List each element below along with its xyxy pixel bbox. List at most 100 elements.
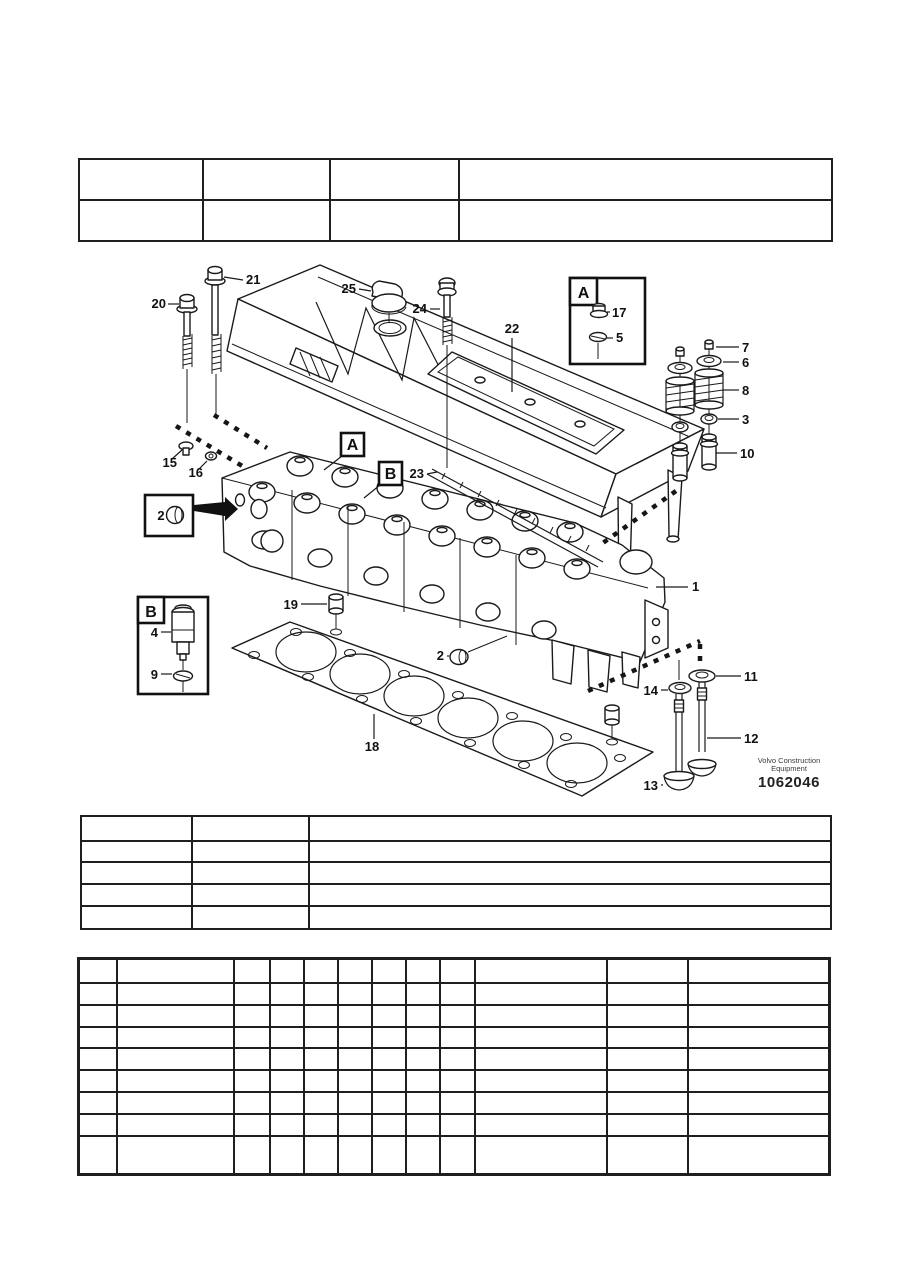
table-cell xyxy=(404,1090,441,1115)
table-cell xyxy=(115,1112,235,1137)
table-cell xyxy=(302,1112,339,1137)
table-cell xyxy=(80,861,193,885)
table-cell xyxy=(605,1134,689,1176)
table-cell xyxy=(336,1068,373,1093)
table-cell xyxy=(80,815,193,842)
callout-3: 3 xyxy=(742,412,749,427)
detail-box-a: A xyxy=(568,276,647,366)
callout-10: 10 xyxy=(740,446,754,461)
detail-a-badge: A xyxy=(578,285,590,302)
table-cell xyxy=(115,1134,235,1176)
table-cell xyxy=(232,1025,271,1049)
table-row xyxy=(77,1003,831,1028)
middle-info-table xyxy=(80,815,832,930)
table-cell xyxy=(77,1134,118,1176)
table-cell xyxy=(336,1090,373,1115)
ref-badge-b: B xyxy=(363,460,404,499)
table-row xyxy=(78,199,833,242)
table-cell xyxy=(336,957,373,984)
table-cell xyxy=(438,957,476,984)
table-cell xyxy=(115,1068,235,1093)
table-cell xyxy=(302,957,339,984)
valve-group-11-12 xyxy=(687,669,717,777)
table-cell xyxy=(473,1003,608,1028)
table-cell xyxy=(191,883,310,907)
figure-credit: Volvo Construction Equipment 1062046 xyxy=(758,756,821,791)
ref-badge-a: A xyxy=(323,431,366,471)
table-cell xyxy=(686,1046,831,1071)
table-cell xyxy=(336,1046,373,1071)
table-cell xyxy=(438,1090,476,1115)
table-row xyxy=(77,981,831,1006)
table-cell xyxy=(302,1046,339,1071)
table-row xyxy=(77,1046,831,1071)
table-cell xyxy=(77,1090,118,1115)
table-cell xyxy=(232,1068,271,1093)
table-cell xyxy=(268,1003,305,1028)
callout-15: 15 xyxy=(163,455,177,470)
table-cell xyxy=(370,1090,407,1115)
bottom-parts-table xyxy=(77,957,831,1176)
gasket-bolt-holes xyxy=(248,628,626,788)
nut-16 xyxy=(204,451,218,461)
detail-box-b: B xyxy=(136,595,210,696)
callout-5: 5 xyxy=(616,330,623,345)
table-cell xyxy=(302,1134,339,1176)
callout-14: 14 xyxy=(644,683,659,698)
table-cell xyxy=(686,957,831,984)
table-cell xyxy=(308,815,832,842)
table-cell xyxy=(191,840,310,863)
table-cell xyxy=(329,158,460,201)
table-cell xyxy=(404,957,441,984)
ref-b-letter: B xyxy=(385,466,397,483)
table-row xyxy=(80,861,832,885)
table-cell xyxy=(438,981,476,1006)
table-cell xyxy=(336,1134,373,1176)
table-cell xyxy=(686,1134,831,1176)
table-cell xyxy=(80,905,193,930)
table-cell xyxy=(302,1090,339,1115)
cup-plug-2-lower xyxy=(449,635,508,666)
callout-21: 21 xyxy=(246,272,260,287)
table-cell xyxy=(191,905,310,930)
callout-8: 8 xyxy=(742,383,749,398)
figure-number: 1062046 xyxy=(758,774,820,791)
table-cell xyxy=(404,1068,441,1093)
table-cell xyxy=(232,1134,271,1176)
valve-cap-17 xyxy=(589,302,609,319)
callout-17: 17 xyxy=(612,305,626,320)
table-cell xyxy=(473,1068,608,1093)
callout-18: 18 xyxy=(365,739,379,754)
mounting-cup-19-right xyxy=(604,704,620,746)
table-cell xyxy=(78,199,204,242)
callout-24: 24 xyxy=(413,301,428,316)
cover-gasket-strip xyxy=(426,468,604,568)
table-cell xyxy=(370,957,407,984)
table-row xyxy=(80,815,832,842)
table-cell xyxy=(404,981,441,1006)
table-cell xyxy=(115,981,235,1006)
table-cell xyxy=(605,1112,689,1137)
head-bosses-front xyxy=(248,481,591,580)
table-row xyxy=(77,957,831,984)
flange-bolt-21 xyxy=(204,265,226,414)
callout-12: 12 xyxy=(744,731,758,746)
table-cell xyxy=(115,1046,235,1071)
table-cell xyxy=(77,981,118,1006)
table-cell xyxy=(302,981,339,1006)
callout-2-detail: 2 xyxy=(157,508,164,523)
ref-a-letter: A xyxy=(347,437,359,454)
table-cell xyxy=(232,981,271,1006)
table-row xyxy=(77,1134,831,1176)
callout-13: 13 xyxy=(644,778,658,793)
injector-sleeve-4 xyxy=(171,604,195,670)
table-cell xyxy=(473,1112,608,1137)
table-cell xyxy=(438,1046,476,1071)
table-cell xyxy=(404,1046,441,1071)
callout-1: 1 xyxy=(692,579,699,594)
table-cell xyxy=(605,957,689,984)
callout-labels: 20 21 25 24 22 17 5 7 6 8 3 10 15 16 2 2… xyxy=(151,272,759,793)
table-row xyxy=(80,905,832,930)
table-cell xyxy=(115,1003,235,1028)
